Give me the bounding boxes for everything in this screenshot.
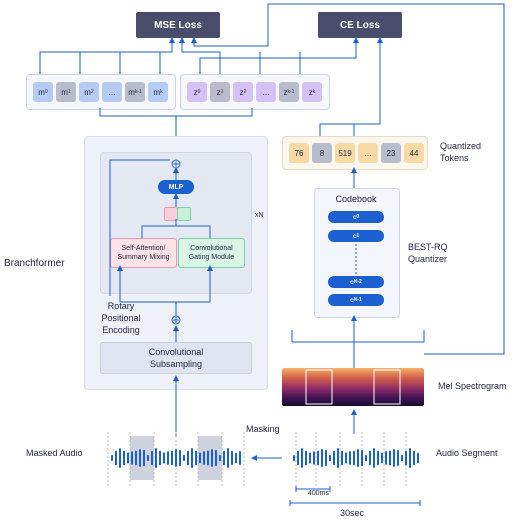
audio-segment-waveform [293,448,419,468]
quantized-token: 23 [381,143,401,163]
rotary-pe-label: Rotary Positional Encoding [101,301,141,335]
quantized-token: 519 [335,143,355,163]
quantized-token: 8 [312,143,332,163]
audio-segment-label: Audio Segment [436,448,498,458]
masked-audio-waveform [111,448,241,468]
mlp-block: MLP [158,180,194,194]
masked-audio-label: Masked Audio [26,448,83,458]
m-token: ... [102,82,122,102]
duration-400ms: 400ms [308,490,330,497]
quantized-token: ... [358,143,378,163]
quantizer-label: BEST-RQ Quantizer [408,242,448,264]
self-attention-block: Self-Attention/ Summary Mixing [110,238,177,268]
xn-label: xN [255,212,264,219]
codebook-title: Codebook [335,194,377,204]
mse-loss-box: MSE Loss [136,12,220,38]
ce-loss-box: CE Loss [318,12,402,38]
masking-label: Masking [246,424,280,434]
branchformer-label: Branchformer [4,258,65,269]
concat-green [177,207,191,221]
quantized-label: Quantized Tokens [440,141,482,163]
mel-spectrogram-label: Mel Spectrogram [438,381,507,391]
quantized-token: 76 [289,143,309,163]
z-token: ... [256,82,276,102]
conv-gating-block: Convolutional Gating Module [178,238,245,268]
conv-subsampling-block: Convolutional Subsampling [100,342,252,374]
duration-30sec: 30sec [340,508,365,518]
quantized-token: 44 [404,143,424,163]
